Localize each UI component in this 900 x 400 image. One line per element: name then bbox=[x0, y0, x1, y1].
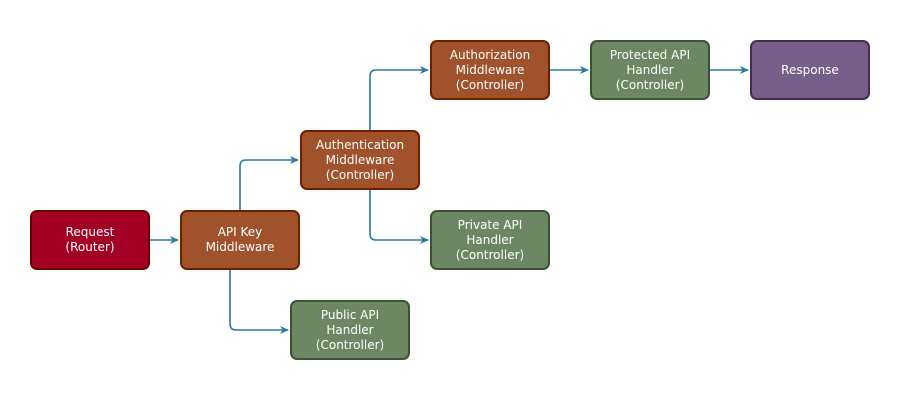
edge-authentication-to-private-handler bbox=[369, 190, 429, 244]
node-public-api-handler-label: Public API Handler (Controller) bbox=[315, 307, 385, 352]
edge-api-key-to-public-handler bbox=[229, 270, 289, 334]
node-authorization-middleware-label: Authorization Middleware (Controller) bbox=[449, 47, 531, 92]
edge-authentication-to-authorization bbox=[369, 66, 429, 130]
node-authentication-middleware-label: Authentication Middleware (Controller) bbox=[315, 137, 405, 182]
node-authorization-middleware: Authorization Middleware (Controller) bbox=[430, 40, 550, 100]
node-private-api-handler: Private API Handler (Controller) bbox=[430, 210, 550, 270]
edge-api-key-to-authentication bbox=[239, 156, 299, 210]
node-api-key-middleware: API Key Middleware bbox=[180, 210, 300, 270]
node-request-label: Request (Router) bbox=[65, 225, 115, 254]
node-authentication-middleware: Authentication Middleware (Controller) bbox=[300, 130, 420, 190]
node-response-label: Response bbox=[781, 62, 839, 77]
node-request: Request (Router) bbox=[30, 210, 150, 270]
node-protected-api-handler: Protected API Handler (Controller) bbox=[590, 40, 710, 100]
node-protected-api-handler-label: Protected API Handler (Controller) bbox=[609, 47, 691, 92]
node-api-key-middleware-label: API Key Middleware bbox=[205, 225, 275, 254]
node-response: Response bbox=[750, 40, 870, 100]
node-public-api-handler: Public API Handler (Controller) bbox=[290, 300, 410, 360]
node-private-api-handler-label: Private API Handler (Controller) bbox=[455, 217, 525, 262]
